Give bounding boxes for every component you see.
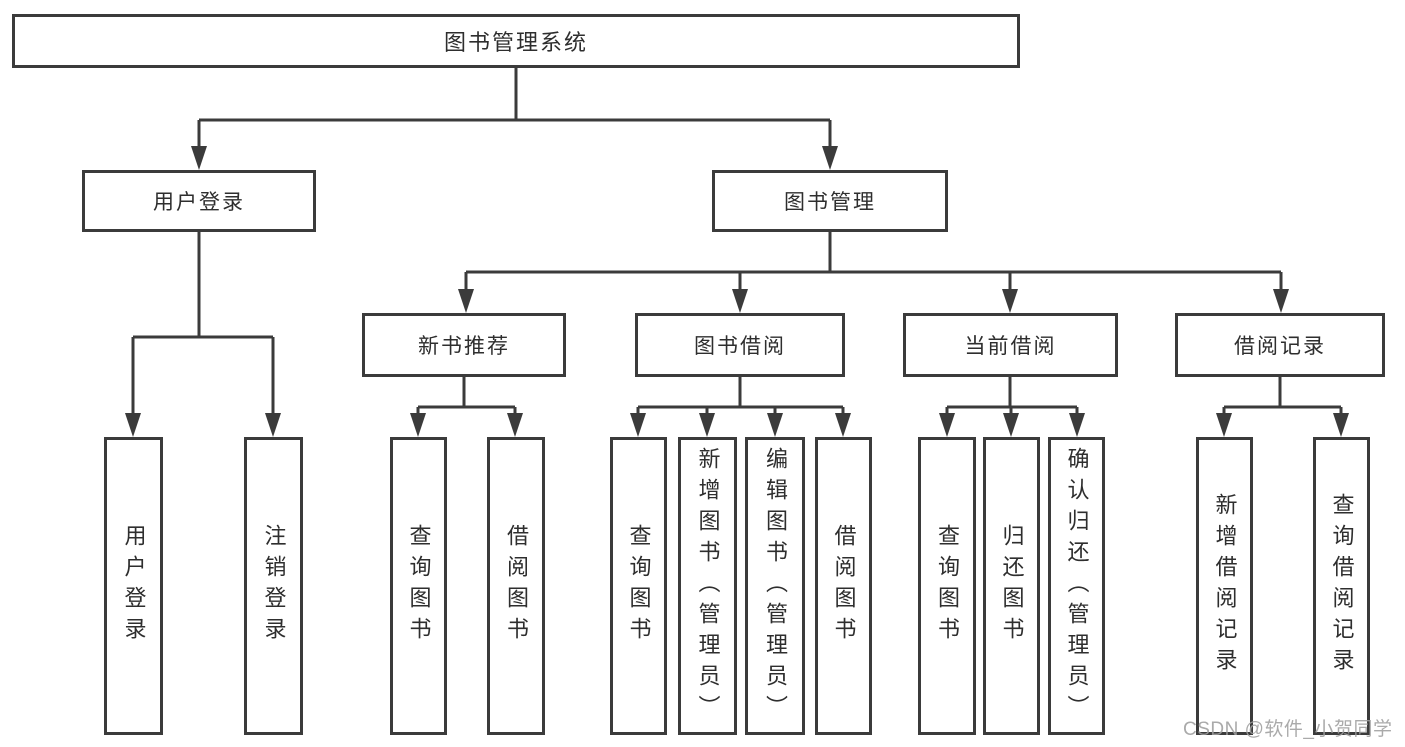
connector-user-login-to-leaves (131, 232, 275, 413)
arrowhead (699, 413, 715, 437)
connector-current-borrow-to-leaves (945, 377, 1079, 413)
connector-root-to-level2 (197, 68, 832, 146)
node-current-borrow: 当前借阅 (903, 313, 1118, 377)
node-leaf-query-book-recommend: 查询图书 (390, 437, 447, 735)
node-label: 新增借阅记录 (1212, 493, 1238, 679)
node-label: 新书推荐 (418, 335, 510, 358)
node-label: 注销登录 (261, 524, 287, 648)
arrowhead (767, 413, 783, 437)
node-label: 用户登录 (153, 191, 245, 214)
node-leaf-confirm-return-admin: 确认归还（管理员） (1048, 437, 1105, 735)
node-leaf-borrow-book: 借阅图书 (815, 437, 872, 735)
arrowheads (125, 146, 1349, 437)
arrowhead (265, 413, 281, 437)
connector-borrow-records-to-leaves (1222, 377, 1343, 413)
connector-new-book-rec-to-leaves (416, 377, 517, 413)
node-leaf-return-book: 归还图书 (983, 437, 1040, 735)
node-label: 查询借阅记录 (1329, 493, 1355, 679)
node-borrow-records: 借阅记录 (1175, 313, 1385, 377)
node-label: 借阅记录 (1234, 335, 1326, 358)
node-user-login: 用户登录 (82, 170, 316, 232)
node-leaf-query-book-current: 查询图书 (918, 437, 976, 735)
node-book-management: 图书管理 (712, 170, 948, 232)
node-leaf-add-book-admin: 新增图书（管理员） (678, 437, 737, 735)
node-label: 图书管理系统 (443, 30, 588, 55)
node-new-book-recommend: 新书推荐 (362, 313, 566, 377)
arrowhead (410, 413, 426, 437)
node-label: 图书管理 (784, 191, 876, 214)
arrowhead (630, 413, 646, 437)
arrowhead (1273, 289, 1289, 313)
arrowhead (1002, 289, 1018, 313)
node-leaf-query-book-borrow: 查询图书 (610, 437, 667, 735)
arrowhead (458, 289, 474, 313)
arrowhead (125, 413, 141, 437)
node-leaf-user-login: 用户登录 (104, 437, 163, 735)
node-label: 新增图书（管理员） (695, 446, 721, 726)
arrowhead (1003, 413, 1019, 437)
arrowhead (1333, 413, 1349, 437)
node-label: 确认归还（管理员） (1064, 446, 1090, 726)
node-label: 借阅图书 (504, 524, 529, 648)
node-leaf-logout: 注销登录 (244, 437, 303, 735)
node-label: 编辑图书（管理员） (763, 446, 788, 726)
node-label: 查询图书 (626, 524, 652, 648)
connector-book-borrow-to-leaves (636, 377, 845, 413)
node-label: 查询图书 (406, 524, 432, 648)
node-leaf-edit-book-admin: 编辑图书（管理员） (745, 437, 805, 735)
node-leaf-borrow-book-recommend: 借阅图书 (487, 437, 545, 735)
node-library-management-system: 图书管理系统 (12, 14, 1020, 68)
arrowhead (1216, 413, 1232, 437)
arrowhead (507, 413, 523, 437)
node-label: 图书借阅 (694, 335, 786, 358)
node-book-borrow: 图书借阅 (635, 313, 845, 377)
arrowhead (1069, 413, 1085, 437)
connector-book-mgmt-to-level3 (464, 232, 1283, 289)
arrowhead (939, 413, 955, 437)
arrowhead (191, 146, 207, 170)
node-label: 当前借阅 (964, 335, 1057, 358)
node-label: 用户登录 (121, 524, 147, 648)
node-label: 借阅图书 (831, 524, 857, 648)
node-leaf-query-borrow-record: 查询借阅记录 (1313, 437, 1370, 735)
node-leaf-add-borrow-record: 新增借阅记录 (1196, 437, 1253, 735)
node-label: 查询图书 (935, 524, 960, 648)
node-label: 归还图书 (999, 524, 1025, 648)
arrowhead (835, 413, 851, 437)
arrowhead (732, 289, 748, 313)
csdn-watermark: CSDN @软件_小贺同学 (1183, 719, 1393, 740)
arrowhead (822, 146, 838, 170)
